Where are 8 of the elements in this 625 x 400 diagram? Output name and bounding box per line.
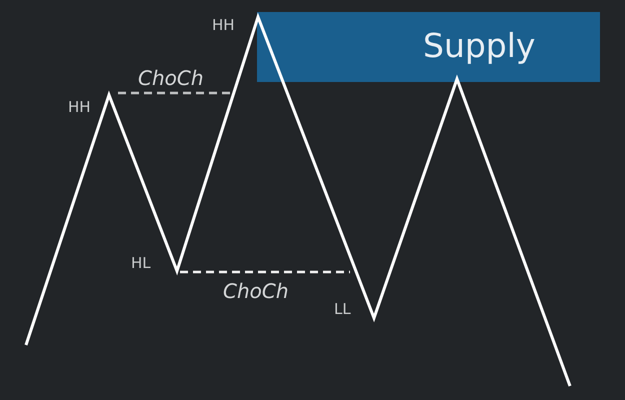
zone-label: Supply xyxy=(423,26,536,66)
swing-point-label: HH xyxy=(212,16,235,34)
swing-point-label: HH xyxy=(68,98,91,116)
swing-point-label: LL xyxy=(334,300,351,318)
supply-zone xyxy=(257,12,600,82)
swing-point-label: HL xyxy=(131,254,151,272)
choch-label: ChoCh xyxy=(223,279,289,303)
choch-label: ChoCh xyxy=(138,66,204,90)
